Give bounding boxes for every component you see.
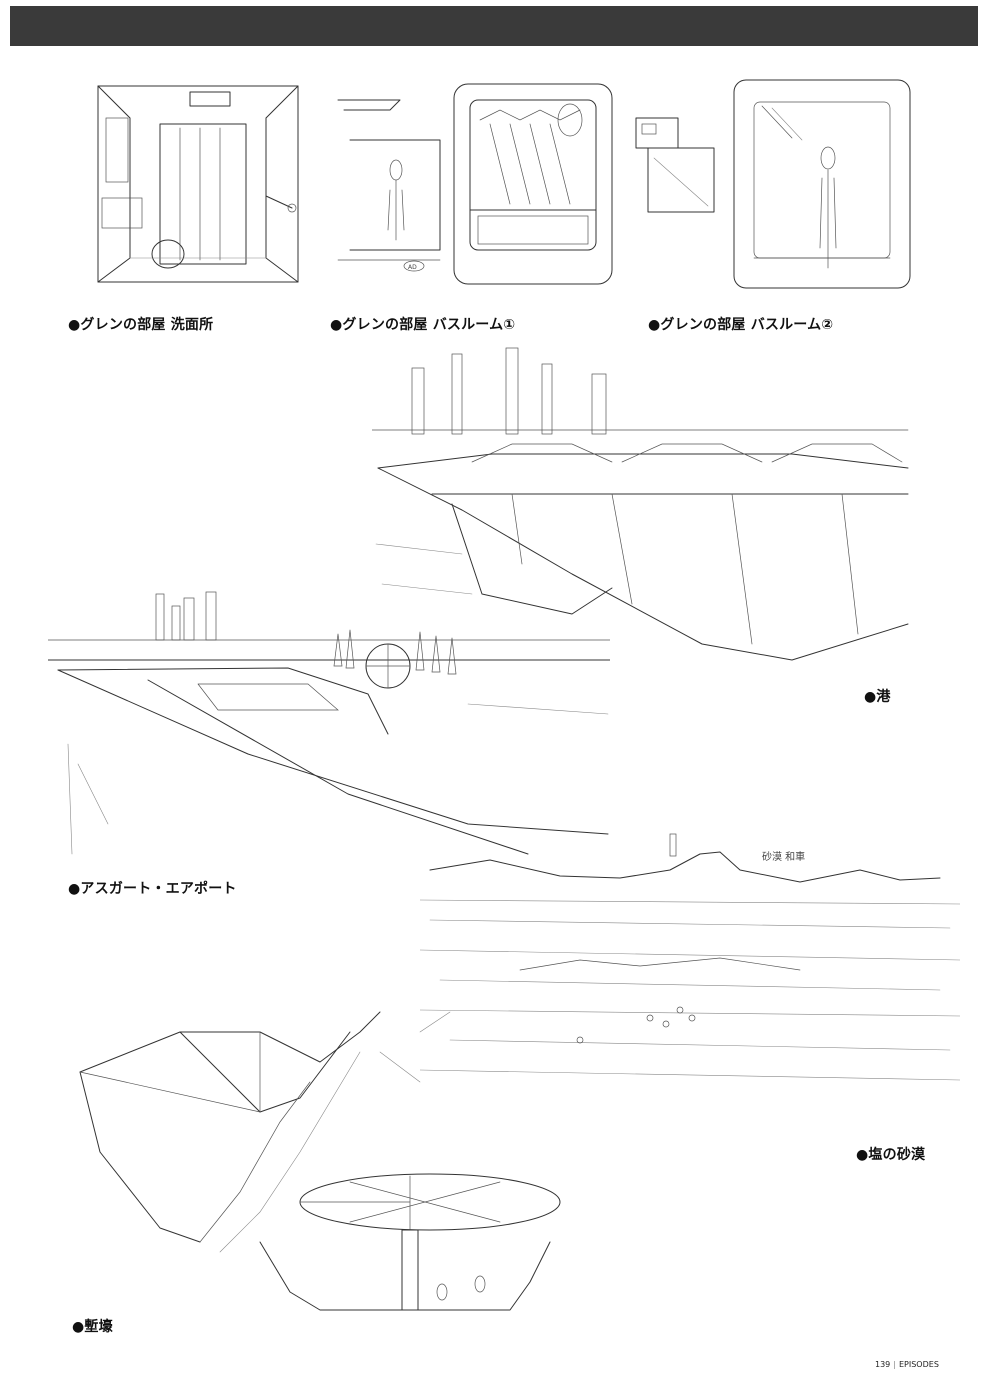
caption-salt-desert: ●塩の砂漠 — [856, 1147, 926, 1163]
caption-bathroom1: ●グレンの部屋 バスルーム① — [330, 317, 516, 333]
airport-sketch — [48, 584, 610, 874]
bathroom1-sketch: AD — [330, 80, 620, 290]
salt-desert-sketch: 砂漠 和車 — [420, 830, 960, 1120]
desert-note: 砂漠 和車 — [762, 850, 805, 863]
port-sketch — [372, 344, 912, 674]
header-bar — [10, 6, 978, 46]
section-name: EPISODES — [898, 1360, 939, 1369]
page-number: 139 — [875, 1360, 891, 1369]
caption-airport: ●アスガート・エアポート — [68, 881, 237, 897]
footer-separator: | — [893, 1360, 896, 1369]
caption-washroom: ●グレンの部屋 洗面所 — [68, 317, 214, 333]
trench-sketch — [60, 992, 580, 1332]
washroom-sketch — [70, 78, 310, 290]
bathroom2-sketch — [632, 78, 918, 292]
page-footer: 139|EPISODES — [875, 1360, 939, 1369]
caption-trench: ●塹壕 — [72, 1319, 113, 1335]
bath-marker: AD — [408, 264, 417, 271]
caption-bathroom2: ●グレンの部屋 バスルーム② — [648, 317, 834, 333]
caption-port: ●港 — [864, 689, 891, 705]
